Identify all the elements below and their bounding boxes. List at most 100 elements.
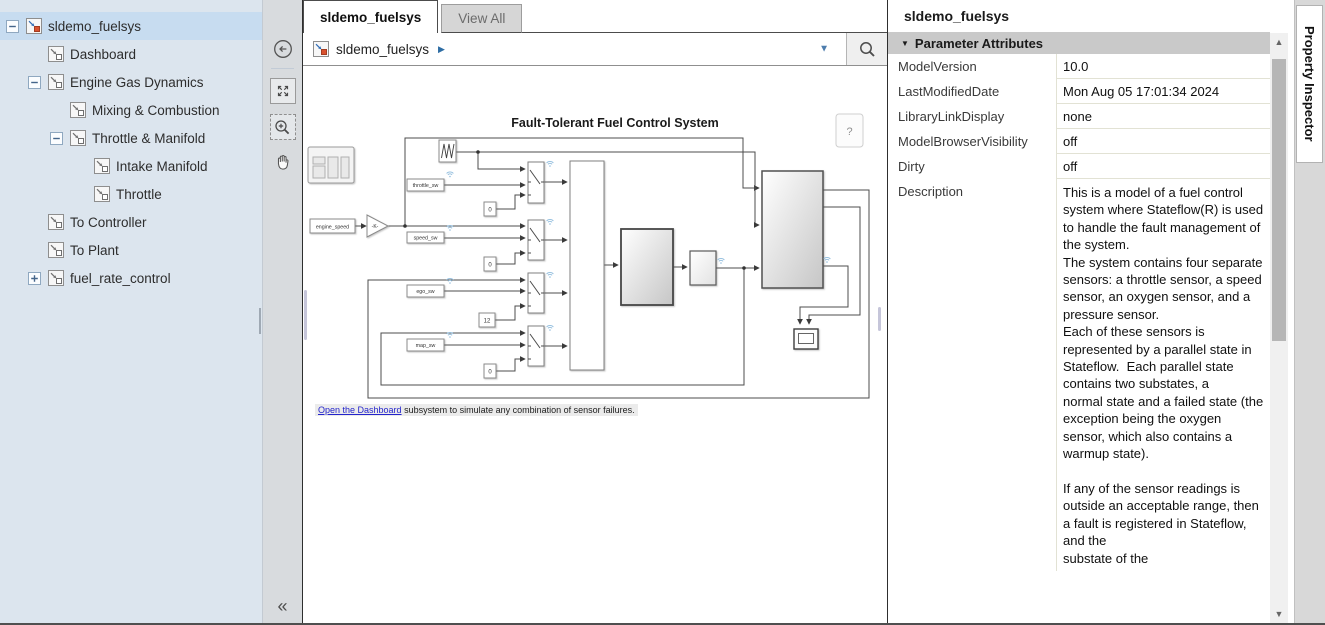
param-value[interactable]: off xyxy=(1056,129,1270,154)
sidebar-item-intake-manifold[interactable]: Intake Manifold xyxy=(0,152,262,180)
sidebar-item-throttle[interactable]: Throttle xyxy=(0,180,262,208)
parameter-table: ModelVersion 10.0 LastModifiedDate Mon A… xyxy=(888,54,1270,571)
tree-item-label: Dashboard xyxy=(70,46,137,62)
pan-hand-icon[interactable] xyxy=(270,148,296,174)
property-inspector-tab[interactable]: Property Inspector xyxy=(1296,5,1323,163)
block-label: ego_sw xyxy=(416,289,434,295)
diagram-title: Fault-Tolerant Fuel Control System xyxy=(511,116,718,130)
sidebar-item-engine-gas-dynamics[interactable]: Engine Gas Dynamics xyxy=(0,68,262,96)
block-diagram: Fault-Tolerant Fuel Control System ? xyxy=(307,113,870,399)
scrollbar-thumb[interactable] xyxy=(1272,59,1286,341)
subsystem-icon xyxy=(48,46,64,62)
zoom-in-icon[interactable] xyxy=(269,114,296,140)
block-label: map_sw xyxy=(416,343,436,349)
inspector-scrollbar[interactable]: ▲ ▼ xyxy=(1270,33,1288,623)
subsystem-icon xyxy=(94,186,110,202)
const-ego-block[interactable] xyxy=(478,312,496,328)
const-value: 0 xyxy=(488,370,492,376)
conversion-block[interactable] xyxy=(689,250,717,286)
param-label: ModelBrowserVisibility xyxy=(898,134,1028,149)
wire xyxy=(380,268,745,386)
canvas-search-button[interactable] xyxy=(846,33,887,65)
gain-block[interactable] xyxy=(366,214,390,238)
svg-text:?: ? xyxy=(846,126,852,138)
open-dashboard-link[interactable]: Open the Dashboard xyxy=(318,405,402,415)
sidebar-item-dashboard[interactable]: Dashboard xyxy=(0,40,262,68)
table-row: LastModifiedDate Mon Aug 05 17:01:34 202… xyxy=(888,79,1270,104)
section-collapse-icon: ▼ xyxy=(901,38,909,48)
parameter-attributes-section-header[interactable]: ▼ Parameter Attributes xyxy=(888,32,1270,54)
sidebar-item-fuel-rate-control[interactable]: fuel_rate_control xyxy=(0,264,262,292)
param-label: Dirty xyxy=(898,159,925,174)
canvas-help-button[interactable]: ? xyxy=(835,113,864,148)
table-row: Dirty off xyxy=(888,154,1270,179)
engine-speed-block[interactable] xyxy=(309,218,356,234)
back-icon[interactable] xyxy=(270,36,296,62)
tab-view-all[interactable]: View All xyxy=(441,4,523,33)
const-throttle-block[interactable] xyxy=(483,201,497,217)
wire xyxy=(495,303,526,321)
subsystem-icon xyxy=(70,130,86,146)
breadcrumb: sldemo_fuelsys ▶ ▼ xyxy=(303,33,887,66)
throttle-sw-block[interactable] xyxy=(406,178,445,192)
scroll-up-icon[interactable]: ▲ xyxy=(1274,37,1284,47)
param-value[interactable]: 10.0 xyxy=(1056,54,1270,79)
collapse-expander-icon[interactable] xyxy=(50,132,63,145)
sidebar-item-sldemo-fuelsys[interactable]: sldemo_fuelsys xyxy=(0,12,262,40)
canvas-tab-bar: sldemo_fuelsys View All xyxy=(303,0,887,33)
sidebar-item-mixing-combustion[interactable]: Mixing & Combustion xyxy=(0,96,262,124)
scroll-down-icon[interactable]: ▼ xyxy=(1274,609,1284,619)
canvas-vscroll-left[interactable] xyxy=(304,290,307,340)
sidebar-item-to-plant[interactable]: To Plant xyxy=(0,236,262,264)
scope-block[interactable] xyxy=(793,328,819,350)
wire xyxy=(496,356,526,372)
wire xyxy=(404,137,760,226)
panel-splitter-handle[interactable] xyxy=(259,308,261,334)
wire-junction xyxy=(476,150,480,154)
sensor-mux-block[interactable] xyxy=(569,160,605,371)
block-label: speed_sw xyxy=(414,236,438,242)
subsystem-icon xyxy=(70,102,86,118)
canvas-vscroll-right[interactable] xyxy=(878,307,881,331)
collapse-expander-icon[interactable] xyxy=(28,76,41,89)
expand-expander-icon[interactable] xyxy=(28,272,41,285)
param-value[interactable]: none xyxy=(1056,104,1270,129)
fuel-rate-control-block[interactable] xyxy=(620,228,674,306)
breadcrumb-chevron-icon[interactable]: ▶ xyxy=(438,43,445,54)
tree-item-label: Intake Manifold xyxy=(116,158,208,174)
diagram-drawing-area[interactable]: Fault-Tolerant Fuel Control System ? xyxy=(303,67,887,623)
description-value[interactable]: This is a model of a fuel control system… xyxy=(1056,179,1270,571)
collapse-expander-icon[interactable] xyxy=(6,20,19,33)
param-value[interactable]: Mon Aug 05 17:01:34 2024 xyxy=(1056,79,1270,104)
toolbar-divider xyxy=(271,68,294,69)
breadcrumb-dropdown-icon[interactable]: ▼ xyxy=(819,43,829,55)
tab-sldemo-fuelsys[interactable]: sldemo_fuelsys xyxy=(303,0,439,33)
table-row: LibraryLinkDisplay none xyxy=(888,104,1270,129)
speed-sw-block[interactable] xyxy=(406,231,445,244)
subsystem-icon xyxy=(48,242,64,258)
ego-switch-block[interactable] xyxy=(527,272,545,314)
breadcrumb-model-name[interactable]: sldemo_fuelsys xyxy=(336,41,430,57)
param-value[interactable]: off xyxy=(1056,154,1270,179)
wire-junction xyxy=(742,266,746,270)
const-value: 12 xyxy=(484,319,491,325)
tree-item-label: To Plant xyxy=(70,242,119,258)
engine-gas-dynamics-block[interactable] xyxy=(761,170,824,289)
throttle-switch-block[interactable] xyxy=(527,161,545,204)
sidebar-item-throttle-manifold[interactable]: Throttle & Manifold xyxy=(0,124,262,152)
signal-generator-block[interactable] xyxy=(438,139,457,163)
fit-to-view-icon[interactable] xyxy=(269,78,296,104)
subsystem-icon xyxy=(48,270,64,286)
collapse-browser-button[interactable]: « xyxy=(277,596,288,616)
map-switch-block[interactable] xyxy=(527,325,545,367)
const-map-block[interactable] xyxy=(483,363,497,379)
ego-sw-block[interactable] xyxy=(406,284,445,298)
tree-item-label: sldemo_fuelsys xyxy=(48,18,142,34)
sidebar-item-to-controller[interactable]: To Controller xyxy=(0,208,262,236)
block-label: engine_speed xyxy=(316,225,349,231)
map-sw-block[interactable] xyxy=(406,338,445,352)
const-speed-block[interactable] xyxy=(483,256,497,272)
dashboard-block[interactable] xyxy=(307,146,355,184)
speed-switch-block[interactable] xyxy=(527,219,545,261)
tree-item-label: Mixing & Combustion xyxy=(92,102,220,118)
